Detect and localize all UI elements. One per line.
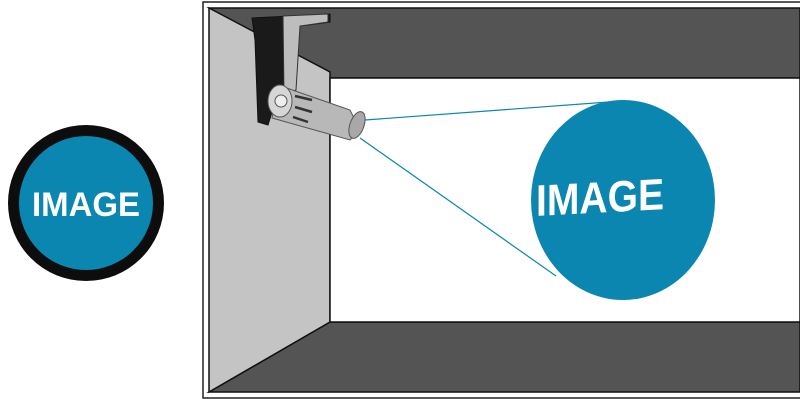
- room: [202, 1, 800, 399]
- projected-image: IMAGE: [531, 100, 715, 300]
- source-image-label: IMAGE: [32, 186, 140, 224]
- projector: [251, 13, 366, 141]
- projected-image-label: IMAGE: [536, 170, 664, 226]
- projector-body-icon: [267, 84, 366, 141]
- source-image-disc: IMAGE: [8, 125, 164, 281]
- light-beam: [359, 100, 623, 277]
